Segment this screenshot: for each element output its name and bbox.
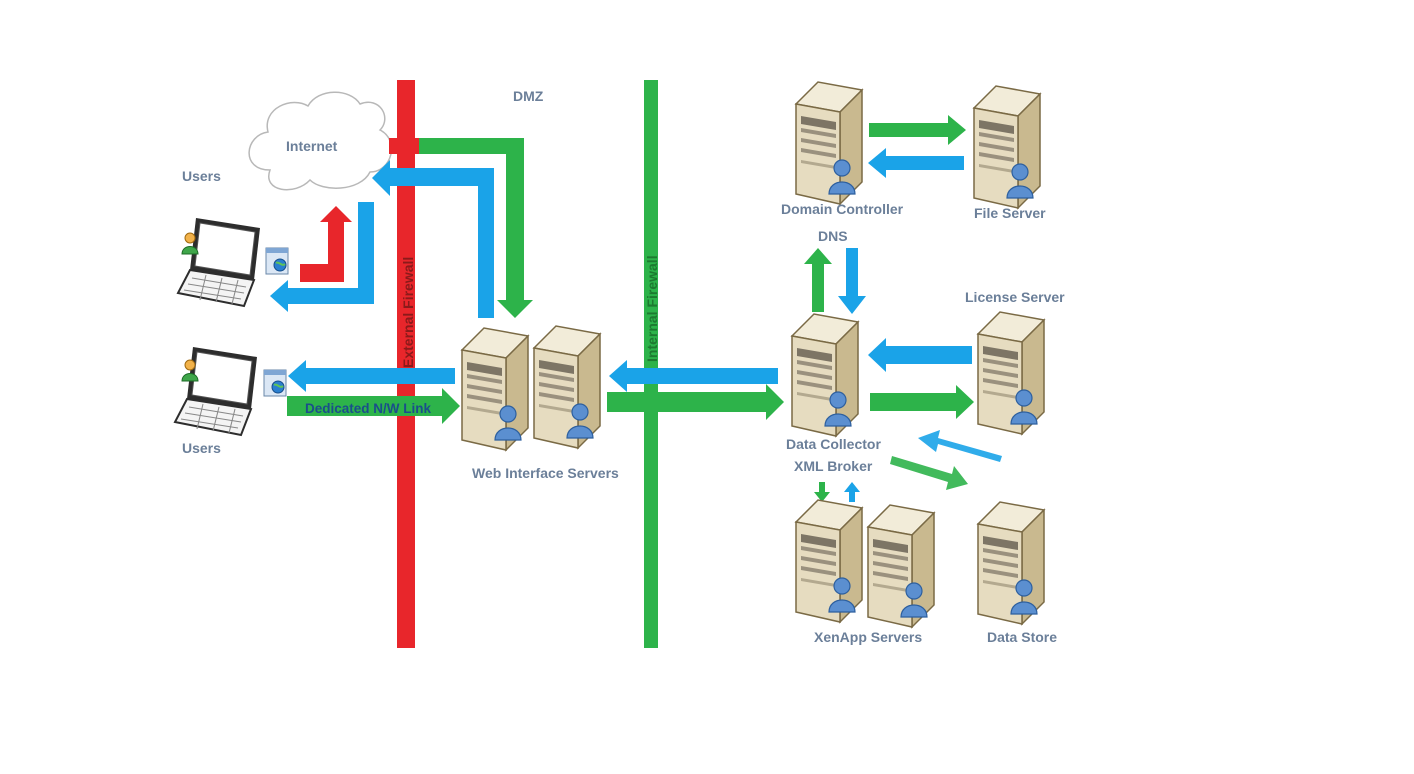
browser-icon-bottom	[263, 369, 287, 397]
server-icon-wis-2	[533, 325, 601, 449]
users-bottom-label: Users	[182, 440, 221, 456]
arrow-green-down-xenapp	[814, 482, 830, 502]
data-collector-label: Data Collector	[786, 436, 881, 452]
arrow-blue-up-xenapp	[844, 482, 860, 502]
server-icon-data-store	[977, 501, 1045, 625]
laptop-icon-bottom	[174, 346, 258, 436]
server-icon-xenapp-2	[867, 504, 935, 628]
arrow-blue-to-internet	[372, 160, 494, 318]
dns-label: DNS	[818, 228, 848, 244]
internet-label: Internet	[286, 138, 338, 154]
xml-broker-label: XML Broker	[794, 458, 873, 474]
internal-firewall-label: Internal Firewall	[644, 255, 660, 362]
red-stub	[389, 138, 419, 154]
server-icon-file-server	[973, 85, 1041, 209]
laptop-icon-top	[177, 217, 261, 307]
server-icon-data-collector	[791, 313, 859, 437]
external-firewall-label: External Firewall	[400, 257, 416, 368]
server-icon-domain-controller	[795, 81, 863, 205]
arrow-blue-to-user-bottom	[288, 360, 455, 392]
arrow-blue-fs-to-dc	[868, 148, 964, 178]
file-server-label: File Server	[974, 205, 1046, 221]
arrow-green-up-dns	[804, 248, 832, 312]
server-icon-xenapp-1	[795, 499, 863, 623]
users-top-label: Users	[182, 168, 221, 184]
arrow-red-to-internet	[300, 206, 352, 282]
server-icon-license-server	[977, 311, 1045, 435]
domain-controller-label: Domain Controller	[781, 201, 904, 217]
dedicated-link-label: Dedicated N/W Link	[305, 401, 432, 416]
dmz-label: DMZ	[513, 88, 544, 104]
arrow-green-dc-to-fs	[869, 115, 966, 145]
external-firewall-bar	[397, 80, 415, 648]
arrow-blue-ds-to-dc	[918, 430, 1002, 462]
arrow-blue-to-wis	[609, 360, 778, 392]
web-interface-servers-label: Web Interface Servers	[472, 465, 619, 481]
xenapp-servers-label: XenApp Servers	[814, 629, 922, 645]
arrow-green-dc-to-ls	[870, 385, 974, 419]
internal-firewall-bar	[644, 80, 658, 648]
browser-icon-top	[265, 247, 289, 275]
arrow-green-dc-to-ds	[890, 456, 968, 490]
arrow-blue-to-user-top	[270, 202, 374, 312]
license-server-label: License Server	[965, 289, 1065, 305]
arrow-green-dedicated-link	[287, 388, 460, 424]
server-icon-wis-1	[461, 327, 529, 451]
arrow-blue-down-dns	[838, 248, 866, 314]
arrow-green-to-dc	[607, 384, 784, 420]
arrow-green-to-wis	[415, 138, 533, 318]
cloud-icon	[248, 91, 393, 191]
arrow-blue-ls-to-dc	[868, 338, 972, 372]
data-store-label: Data Store	[987, 629, 1057, 645]
